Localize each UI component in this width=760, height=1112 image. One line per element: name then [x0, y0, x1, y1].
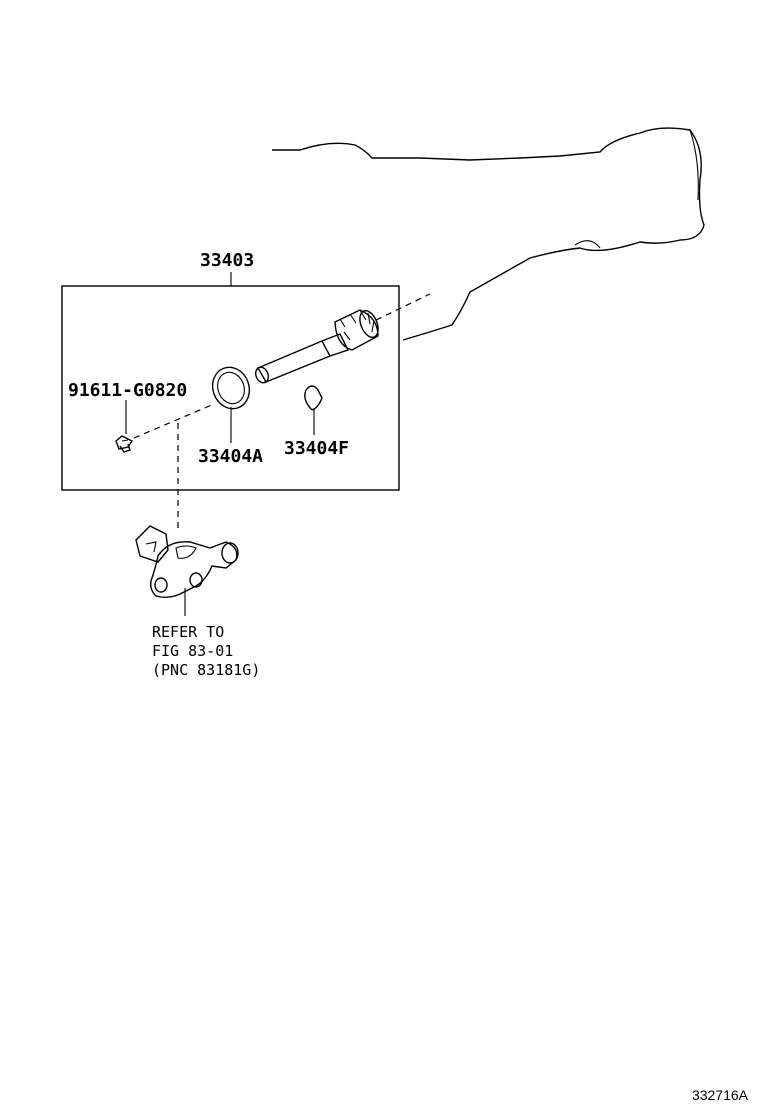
reference-line-3: (PNC 83181G)	[152, 661, 260, 679]
speed-sensor[interactable]	[135, 525, 239, 599]
illustration-id: 332716A	[692, 1087, 749, 1103]
o-ring-part-number[interactable]: 33404A	[198, 446, 263, 467]
clip[interactable]	[304, 385, 323, 411]
bolt-part-number[interactable]: 91611-G0820	[68, 380, 187, 401]
transmission-housing-outline	[272, 127, 705, 341]
bolt[interactable]	[115, 435, 134, 453]
driven-gear-shaft[interactable]	[253, 308, 381, 385]
assembly-part-number[interactable]: 33403	[200, 250, 254, 271]
clip-part-number[interactable]: 33404F	[284, 438, 349, 459]
shaft-axis-dashed	[375, 293, 431, 321]
reference-line-2: FIG 83-01	[152, 642, 233, 660]
reference-line-1: REFER TO	[152, 623, 224, 641]
bolt-axis-dashed	[133, 403, 215, 439]
o-ring[interactable]	[207, 362, 255, 414]
